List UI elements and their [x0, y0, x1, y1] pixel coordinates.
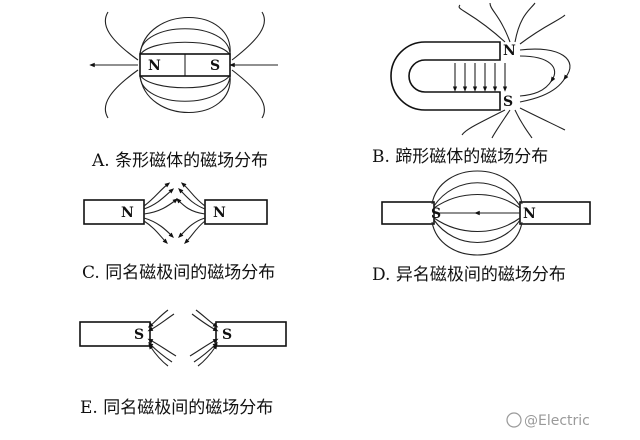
unlike-poles-sn-figure: S N [381, 170, 591, 256]
pole-label-s: S [431, 206, 441, 222]
magnet-right [204, 199, 268, 225]
pole-label-s: S [134, 327, 144, 343]
watermark: @Electric [506, 412, 590, 429]
watermark-logo-icon [506, 412, 522, 428]
watermark-text: @Electric [524, 413, 590, 429]
pole-label-s: S [222, 327, 232, 343]
like-poles-nn-figure: N N [83, 182, 268, 244]
like-poles-ss-figure: S S [79, 309, 287, 367]
magnet-left [83, 199, 145, 225]
pole-label-n: N [503, 43, 516, 59]
horseshoe-magnet [390, 41, 501, 111]
caption-a: A. 条形磁体的磁场分布 [91, 151, 268, 171]
pole-label-s: S [503, 94, 513, 110]
magnet-right [215, 321, 287, 347]
pole-label-n: N [523, 206, 536, 222]
caption-e: E. 同名磁极间的磁场分布 [80, 398, 273, 418]
bar-magnet-figure: N S [89, 11, 278, 119]
pole-label-n: N [148, 58, 161, 74]
caption-d: D. 异名磁极间的磁场分布 [372, 265, 566, 285]
magnet-left [79, 321, 151, 347]
horseshoe-magnet-figure: N S [390, 2, 571, 139]
magnet-left [381, 201, 435, 225]
caption-b: B. 蹄形磁体的磁场分布 [372, 147, 548, 167]
pole-label-n: N [213, 205, 226, 221]
pole-label-n: N [121, 205, 134, 221]
caption-c: C. 同名磁极间的磁场分布 [82, 263, 275, 283]
pole-label-s: S [210, 58, 220, 74]
